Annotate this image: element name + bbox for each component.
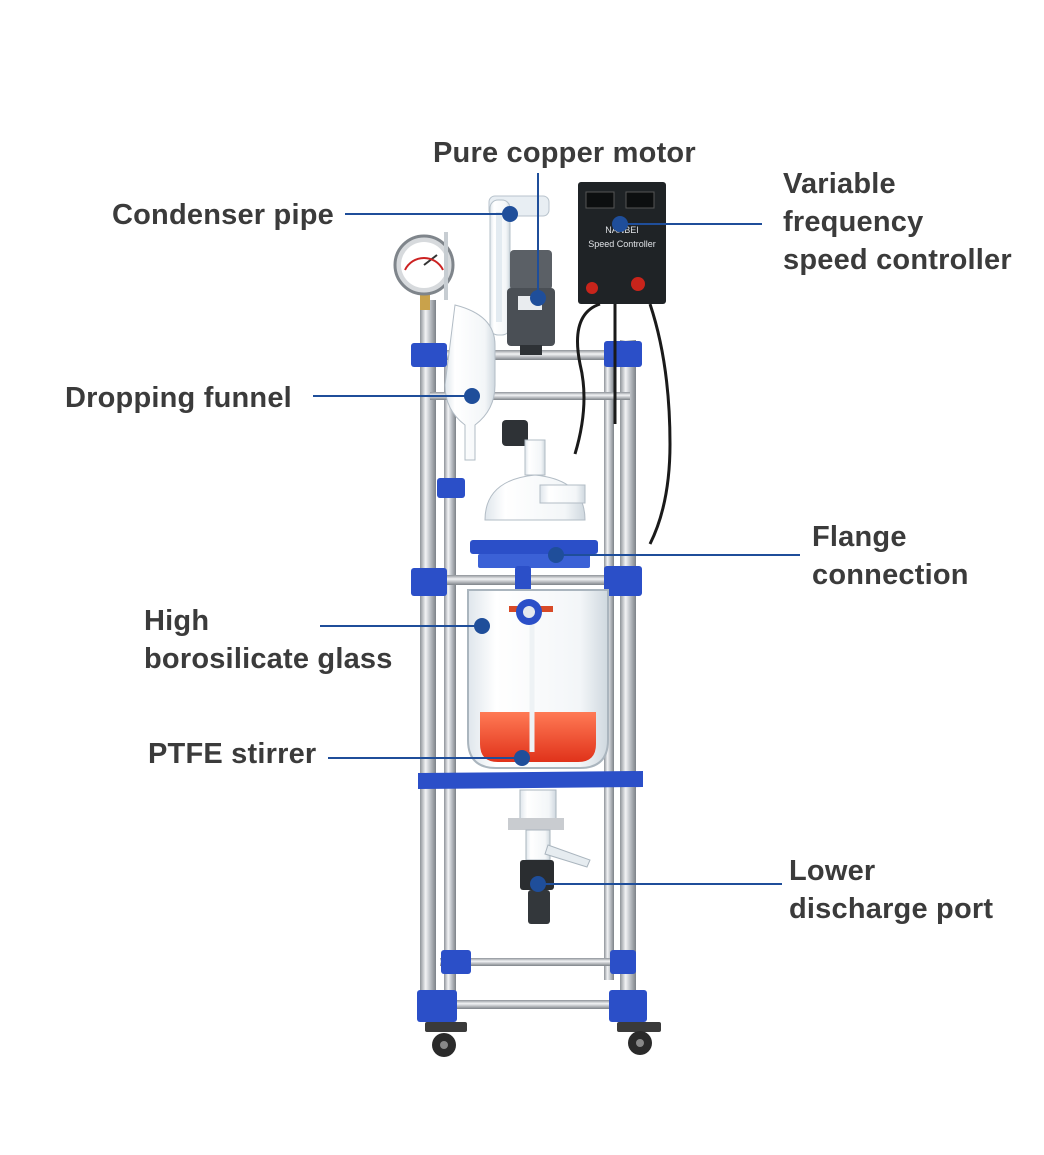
label-funnel-text: Dropping funnel	[65, 382, 292, 414]
pressure-gauge	[393, 234, 455, 310]
label-lower-discharge-port: Lower discharge port	[789, 852, 993, 928]
label-controller-line2: frequency	[783, 206, 924, 238]
label-pure-copper-motor: Pure copper motor	[433, 134, 696, 172]
condenser-pipe	[488, 195, 550, 336]
speed-controller-box: NANBEI Speed Controller	[578, 182, 666, 304]
label-glass-line2: borosilicate glass	[144, 643, 393, 675]
label-controller-line3: speed controller	[783, 244, 1012, 276]
stirrer-dot	[514, 750, 530, 766]
label-ptfe-stirrer: PTFE stirrer	[148, 735, 316, 773]
label-discharge-line2: discharge port	[789, 893, 994, 925]
reactor-lid	[484, 420, 586, 521]
discharge-dot	[530, 876, 546, 892]
callout-lines	[313, 173, 800, 885]
label-motor-text: Pure copper motor	[433, 137, 696, 169]
label-speed-controller: Variable frequency speed controller	[783, 165, 1012, 279]
label-flange-line1: Flange	[812, 521, 907, 553]
label-controller-line1: Variable	[783, 168, 896, 200]
label-condenser-text: Condenser pipe	[112, 199, 334, 231]
copper-motor	[507, 250, 555, 355]
casters	[425, 1022, 661, 1057]
controller-title-text: Speed Controller	[588, 239, 656, 249]
label-flange-line2: connection	[812, 559, 969, 591]
label-stirrer-text: PTFE stirrer	[148, 738, 317, 770]
label-dropping-funnel: Dropping funnel	[65, 379, 292, 417]
label-glass-line1: High	[144, 605, 210, 637]
label-borosilicate-glass: High borosilicate glass	[144, 602, 393, 678]
support-plate	[418, 771, 643, 789]
discharge-valve	[508, 789, 591, 924]
frame-connectors	[411, 341, 647, 1022]
callout-dots	[464, 206, 628, 892]
motor-dot	[530, 290, 546, 306]
dropping-funnel	[444, 232, 496, 461]
label-flange-connection: Flange connection	[812, 518, 969, 594]
controller-dot	[612, 216, 628, 232]
glass-dot	[474, 618, 490, 634]
flange-dot	[548, 547, 564, 563]
funnel-dot	[464, 388, 480, 404]
glass-vessel	[467, 589, 609, 769]
condenser-dot	[502, 206, 518, 222]
controller-cables	[573, 302, 672, 545]
label-discharge-line1: Lower	[789, 855, 876, 887]
label-condenser-pipe: Condenser pipe	[112, 196, 334, 234]
